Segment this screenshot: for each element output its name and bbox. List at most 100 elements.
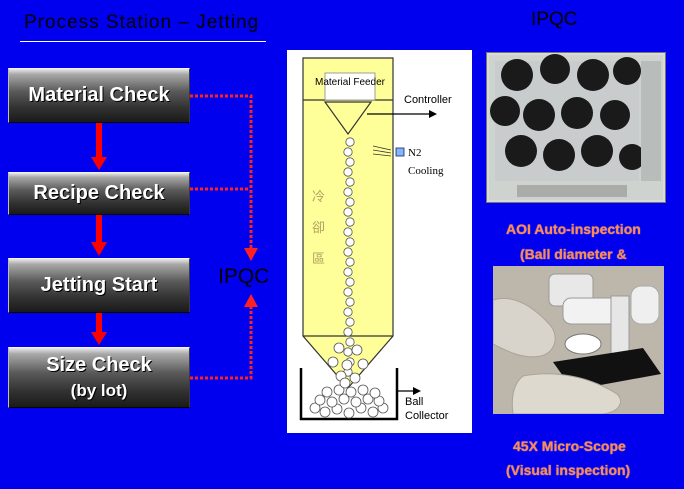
falling-balls	[327, 137, 369, 384]
ipqc-arrow-up	[244, 294, 258, 307]
step-label: Recipe Check	[33, 182, 165, 204]
collected-ball	[339, 377, 351, 389]
ball	[345, 337, 355, 347]
microscope-svg	[492, 266, 664, 415]
glove-hand-right	[511, 373, 621, 415]
ball	[357, 358, 369, 370]
collected-ball	[338, 393, 350, 405]
cooling-char-1: 冷	[312, 190, 325, 205]
ball	[343, 147, 353, 157]
microscope-caption-line1: 45X Micro-Scope	[513, 438, 626, 454]
collected-ball	[319, 406, 331, 418]
ipqc-label: IPQC	[218, 265, 270, 288]
monitor-base	[517, 185, 627, 197]
ball	[343, 287, 353, 297]
ipqc-link-material	[190, 94, 253, 250]
microscope-caption-line2: (Visual inspection)	[506, 462, 631, 478]
microscope-knob	[630, 285, 660, 325]
collected-ball	[367, 406, 379, 418]
ball	[345, 137, 355, 147]
ball	[345, 257, 355, 267]
cooling-char-3: 區	[312, 252, 325, 267]
ball	[343, 307, 353, 317]
microscope-light	[564, 333, 602, 355]
ball-arrow-head	[413, 387, 421, 395]
monitor-side-panel	[641, 61, 661, 181]
step-jetting-start: Jetting Start	[8, 258, 190, 313]
controller-label: Controller	[404, 94, 452, 106]
ball	[349, 372, 361, 384]
flow-arrow-3-shaft	[96, 313, 102, 335]
controller-arrow-head	[429, 110, 437, 118]
microscope-photo	[492, 266, 664, 415]
ball	[345, 157, 355, 167]
collected-ball	[321, 386, 333, 398]
n2-label: N2	[408, 147, 421, 159]
glove-hand-left	[492, 298, 556, 358]
collected-ball	[362, 393, 374, 405]
ball	[343, 347, 353, 357]
n2-nozzle	[395, 147, 405, 157]
collected-ball	[326, 396, 338, 408]
ball	[343, 247, 353, 257]
aoi-screen-svg	[489, 54, 663, 200]
feeder-label-text: Material Feeder	[315, 77, 386, 88]
step-label: Size Check	[46, 354, 152, 376]
flow-arrow-3-head	[91, 332, 107, 345]
ball	[351, 344, 363, 356]
collected-ball	[343, 407, 355, 419]
ipqc-arrow-down	[244, 248, 258, 261]
ball	[345, 177, 355, 187]
ball	[343, 267, 353, 277]
ball	[343, 207, 353, 217]
flow-arrow-1-head	[91, 157, 107, 170]
step-label: Material Check	[28, 84, 170, 106]
ball	[327, 356, 339, 368]
ipqc-heading: IPQC	[531, 9, 578, 30]
cooling-char-2: 卻	[312, 221, 325, 236]
tower-svg: Material Feeder Controller N2 Cooling 冷 …	[299, 57, 452, 422]
ipqc-link-size	[190, 306, 253, 380]
ball	[345, 197, 355, 207]
aoi-inspection-photo	[486, 52, 666, 203]
ball	[343, 187, 353, 197]
flow-arrow-2-head	[91, 242, 107, 256]
aoi-caption-line2: (Ball diameter &	[520, 246, 627, 262]
feeder-funnel	[323, 101, 373, 136]
ball	[333, 342, 345, 354]
collector-label: Collector	[405, 410, 449, 422]
ball	[343, 327, 353, 337]
inspected-balls	[490, 54, 645, 171]
collector-tray	[299, 368, 399, 421]
ball	[345, 297, 355, 307]
collected-ball	[357, 384, 369, 396]
collected-ball	[314, 394, 326, 406]
ball	[345, 237, 355, 247]
collected-ball	[333, 384, 345, 396]
cooling-label: Cooling	[408, 165, 444, 177]
flow-arrow-1-shaft	[96, 123, 102, 161]
title-underline	[20, 41, 266, 42]
step-size-check: Size Check (by lot)	[8, 347, 190, 408]
n2-cooling-icon	[372, 145, 392, 157]
collected-ball	[345, 386, 357, 398]
ball	[343, 227, 353, 237]
jetting-tower-diagram: Material Feeder Controller N2 Cooling 冷 …	[287, 50, 472, 433]
flow-arrow-2-shaft	[96, 215, 102, 245]
step-material-check: Material Check	[8, 68, 190, 123]
feeder-label: Material Feeder	[315, 77, 386, 88]
collected-ball	[350, 396, 362, 408]
aoi-caption-line1: AOI Auto-inspection	[506, 221, 641, 237]
slide-title: Process Station – Jetting	[24, 12, 260, 33]
collected-balls	[309, 377, 389, 419]
step-label: Jetting Start	[40, 274, 158, 296]
ball	[345, 217, 355, 227]
collected-ball	[309, 402, 321, 414]
collected-ball	[369, 387, 381, 399]
ball	[345, 317, 355, 327]
step-recipe-check: Recipe Check	[8, 172, 190, 215]
step-sublabel: (by lot)	[70, 381, 128, 400]
ball	[341, 359, 353, 371]
